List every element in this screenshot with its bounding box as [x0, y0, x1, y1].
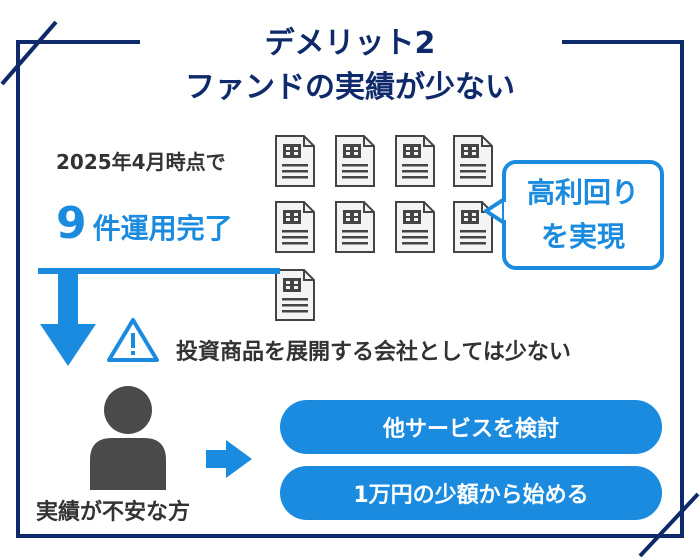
document-icon	[452, 200, 494, 254]
start-from-10000-yen-button[interactable]: 1万円の少額から始める	[280, 466, 662, 520]
frame-bottom	[16, 534, 684, 538]
document-icon	[394, 200, 436, 254]
document-icon	[274, 200, 316, 254]
document-icon	[274, 268, 316, 322]
warning-text: 投資商品を展開する会社としては少ない	[176, 340, 571, 365]
frame-top-left	[16, 40, 140, 44]
bubble-line-1: 高利回り	[526, 176, 639, 209]
arrow-right-icon	[206, 440, 252, 478]
bubble-pointer-mask	[504, 202, 510, 220]
document-icon	[334, 200, 376, 254]
person-icon	[90, 386, 166, 490]
document-icon	[274, 134, 316, 188]
document-icon	[334, 134, 376, 188]
person-caption: 実績が不安な方	[36, 500, 191, 525]
high-yield-bubble: 高利回り を実現	[502, 160, 664, 270]
date-label: 2025年4月時点で	[56, 150, 226, 174]
bubble-line-2: を実現	[540, 220, 625, 253]
document-icon	[394, 134, 436, 188]
count-label: 件運用完了	[92, 212, 233, 245]
title-line-2: ファンドの実績が少ない	[185, 70, 515, 105]
completed-count: 9 件運用完了	[56, 198, 233, 249]
count-number: 9	[56, 198, 87, 249]
document-icon	[452, 134, 494, 188]
frame-right	[680, 40, 684, 538]
title-line-1: デメリット2	[264, 26, 436, 61]
warning-icon	[107, 318, 159, 362]
consider-other-services-button[interactable]: 他サービスを検討	[280, 400, 662, 454]
frame-left	[16, 40, 20, 538]
arrow-down-icon	[38, 268, 280, 366]
frame-top-right	[562, 40, 684, 44]
